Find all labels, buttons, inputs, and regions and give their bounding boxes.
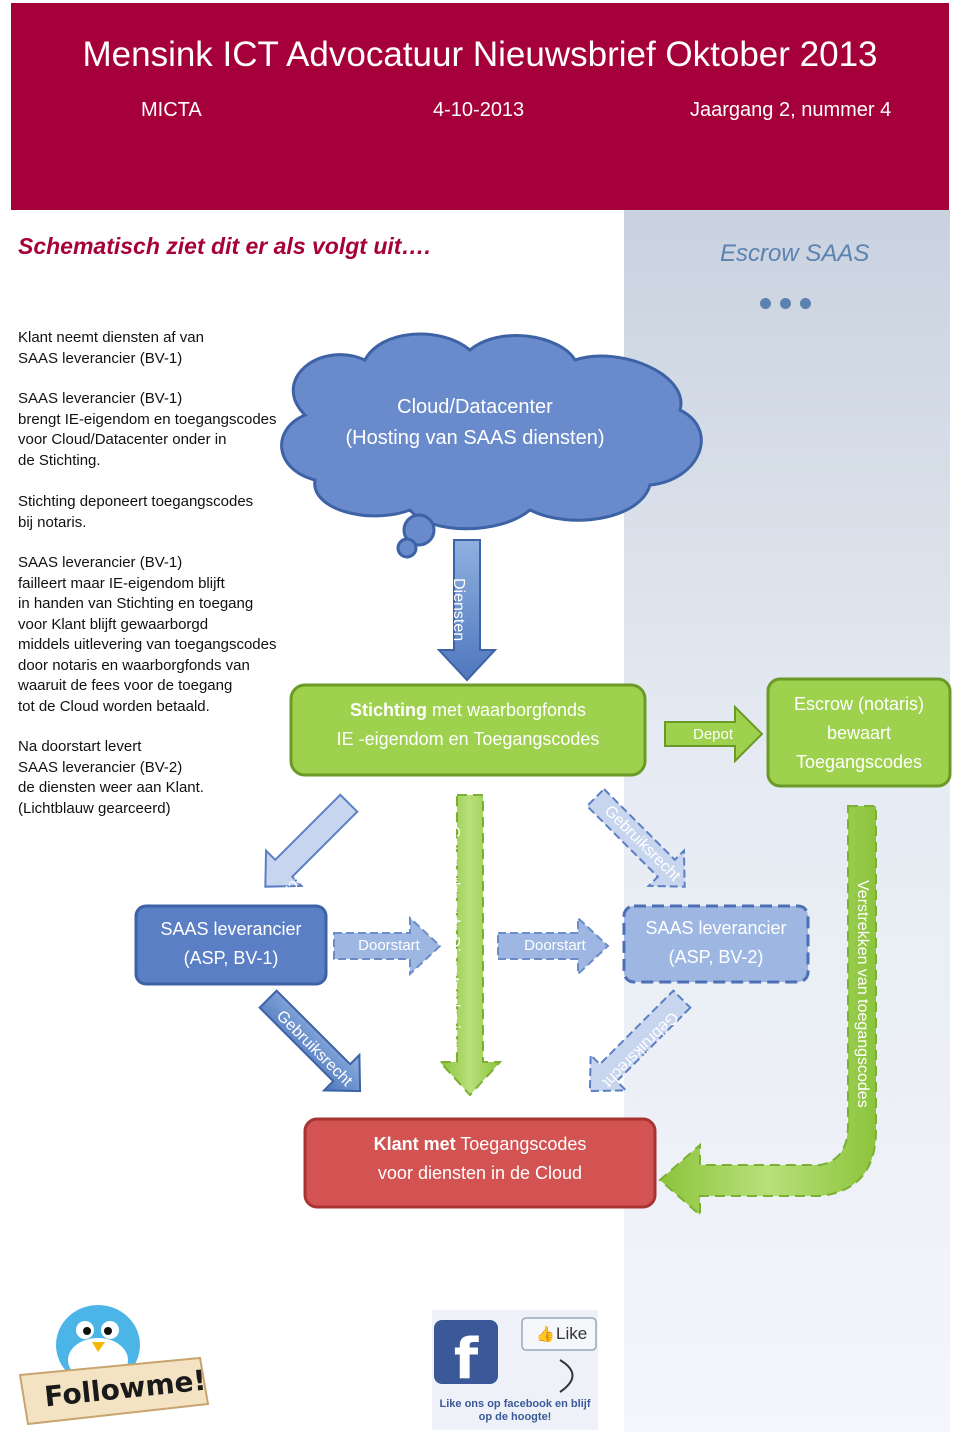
- text-line: de Stichting.: [18, 451, 101, 469]
- saas-bv2-box: [622, 904, 810, 984]
- saas-bv2-label: SAAS leverancier (ASP, BV-2): [624, 914, 808, 972]
- saas-bv1-box: [134, 904, 328, 986]
- text-line: Klant neemt diensten af van: [18, 329, 204, 346]
- saas-bv1-label: SAAS leverancier (ASP, BV-1): [136, 915, 326, 973]
- escrow-line: Escrow (notaris): [793, 694, 925, 714]
- klant-line: Klant met Toegangscodes: [305, 1130, 655, 1159]
- klant-box: [303, 1117, 657, 1209]
- depot-label: Depot: [692, 726, 734, 743]
- text-line: bij notaris.: [18, 513, 87, 531]
- cloud-line: (Hosting van SAAS diensten): [345, 427, 605, 449]
- text-line: (Lichtblauw gearceerd): [18, 799, 171, 817]
- doorstart-label: Doorstart: [358, 937, 420, 954]
- gebruiksrecht-arrow-4: [588, 989, 692, 1093]
- diensten-arrow: [436, 539, 498, 682]
- description-paragraph: SAAS leverancier (BV-1) brengt IE-eigend…: [18, 389, 308, 471]
- escrow-line: bewaart: [826, 723, 892, 743]
- doorstart-arrow-2: [497, 915, 610, 977]
- newsletter-title: Mensink ICT Advocatuur Nieuwsbrief Oktob…: [82, 35, 878, 74]
- text-line: SAAS leverancier (BV-2): [18, 758, 183, 776]
- saas-bv2-line: SAAS leverancier: [645, 918, 787, 938]
- gewaarborgde-arrow: [437, 794, 503, 1097]
- escrow-box: [766, 677, 952, 788]
- verstrekken-label: Verstrekken van toegangscodes: [854, 880, 871, 1108]
- gebruiksrecht-arrow-2: [585, 787, 686, 888]
- description-paragraph: Stichting deponeert toegangscodes bij no…: [18, 492, 308, 533]
- text-line: failleert maar IE-eigendom blijft: [18, 574, 225, 592]
- header-date: 4-10-2013: [433, 99, 525, 121]
- facebook-like-icon[interactable]: f: [432, 1310, 598, 1430]
- text-line: waaruit de fees voor de toegang: [18, 677, 233, 694]
- gewaarborgde-label: Gewaarborgde Dienstverlening: [445, 826, 462, 1047]
- stichting-box: [289, 683, 647, 777]
- stichting-line: Stichting met waarborgfonds: [291, 696, 645, 725]
- description-paragraph: Na doorstart levert SAAS leverancier (BV…: [18, 737, 308, 819]
- doorstart-label: Doorstart: [524, 937, 586, 954]
- text-line: voor Klant blijft gewaarborgd: [18, 615, 209, 633]
- twitter-followme-icon[interactable]: [18, 1305, 210, 1426]
- section-heading: Schematisch ziet dit er als volgt uit….: [18, 233, 431, 259]
- facebook-like-button[interactable]: Like: [556, 1324, 588, 1343]
- saas-bv1-line: SAAS leverancier: [160, 919, 302, 939]
- description-paragraph: Klant neemt diensten af van SAAS leveran…: [18, 328, 308, 369]
- stichting-rest: met waarborgfonds: [426, 700, 587, 720]
- stichting-line: IE -eigendom en Toegangscodes: [336, 729, 600, 749]
- text-line: SAAS leverancier (BV-1): [18, 390, 183, 407]
- gebruiksrecht-arrow-3: [258, 989, 362, 1093]
- saas-bv1-line: (ASP, BV-1): [183, 948, 279, 968]
- text-line: tot de Cloud worden betaald.: [18, 697, 210, 715]
- gebruiksrecht-arrow-1: [264, 793, 359, 888]
- klant-line: voor diensten in de Cloud: [377, 1163, 583, 1183]
- facebook-caption-line: op de hoogte!: [478, 1411, 552, 1423]
- description-paragraph: SAAS leverancier (BV-1) failleert maar I…: [18, 553, 308, 717]
- facebook-caption: Like ons op facebook en blijf op de hoog…: [432, 1398, 598, 1424]
- text-line: middels uitlevering van toegangscodes: [18, 636, 277, 653]
- sidebar-title: Escrow SAAS: [720, 240, 870, 267]
- text-line: SAAS leverancier (BV-1): [18, 349, 183, 367]
- header-issue: Jaargang 2, nummer 4: [690, 99, 892, 121]
- text-line: in handen van Stichting en toegang: [18, 595, 254, 612]
- depot-arrow: [664, 704, 764, 764]
- sidebar-dot: [780, 298, 791, 309]
- facebook-f-glyph: f: [454, 1327, 479, 1392]
- cloud-shape: [280, 332, 703, 559]
- escrow-label: Escrow (notaris) bewaart Toegangscodes: [768, 690, 950, 777]
- stichting-label: Stichting met waarborgfonds IE -eigendom…: [291, 696, 645, 754]
- stichting-bold: Stichting: [349, 700, 427, 720]
- klant-label: Klant met Toegangscodes voor diensten in…: [305, 1130, 655, 1188]
- text-line: Na doorstart levert: [18, 738, 142, 755]
- header-banner: Mensink ICT Advocatuur Nieuwsbrief Oktob…: [11, 3, 949, 210]
- sidebar-dot: [800, 298, 811, 309]
- saas-bv2-line: (ASP, BV-2): [668, 947, 764, 967]
- klant-rest: Toegangscodes: [455, 1134, 587, 1154]
- text-line: SAAS leverancier (BV-1): [18, 554, 183, 571]
- escrow-line: Toegangscodes: [795, 752, 923, 772]
- thumbs-up-icon: 👍: [536, 1326, 555, 1343]
- diensten-label: Diensten: [450, 578, 467, 642]
- text-line: de diensten weer aan Klant.: [18, 779, 204, 796]
- doorstart-arrow-1: [333, 915, 442, 977]
- text-line: brengt IE-eigendom en toegangscodes: [18, 410, 277, 428]
- text-line: voor Cloud/Datacenter onder in: [18, 431, 227, 448]
- sidebar-dot: [760, 298, 771, 309]
- header-org: MICTA: [141, 99, 202, 121]
- cloud-line: Cloud/Datacenter: [397, 396, 553, 418]
- facebook-caption-line: Like ons op facebook en blijf: [439, 1398, 591, 1410]
- cloud-label: Cloud/Datacenter (Hosting van SAAS diens…: [320, 392, 630, 454]
- klant-bold: Klant met: [373, 1134, 456, 1154]
- text-line: Stichting deponeert toegangscodes: [18, 493, 254, 510]
- verstrekken-arrow: [658, 805, 877, 1218]
- text-line: door notaris en waarborgfonds van: [18, 656, 250, 674]
